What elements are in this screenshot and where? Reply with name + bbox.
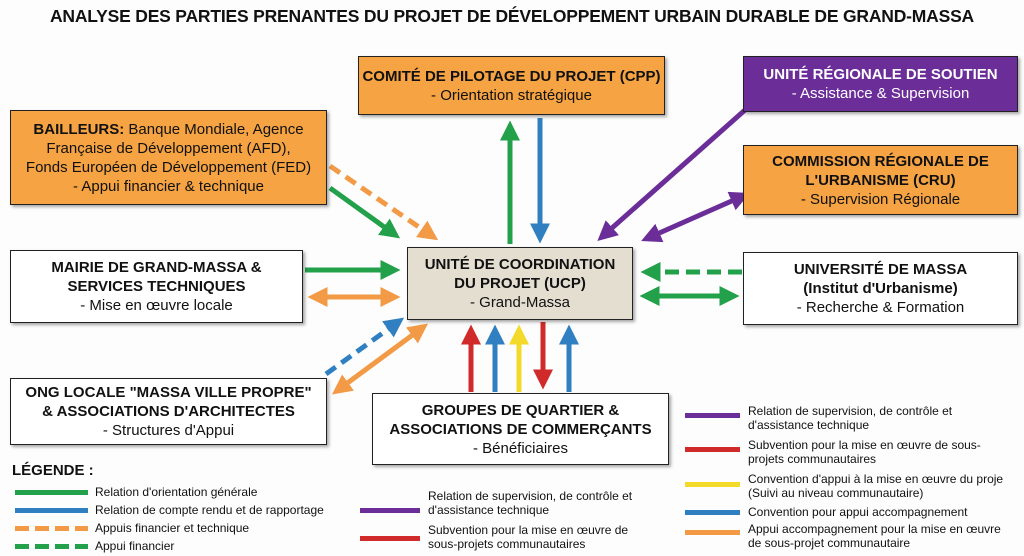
legend-item: projets communautaires [748, 452, 877, 466]
mairie-sub: - Mise en œuvre locale [80, 297, 233, 314]
ucp-l1: UNITÉ DE COORDINATION [424, 256, 616, 273]
box-cpp: COMITÉ DE PILOTAGE DU PROJET (CPP) - Ori… [358, 56, 665, 115]
legend-item: (Suivi au niveau communautaire) [748, 486, 924, 500]
bailleurs-label: BAILLEURS: [33, 120, 125, 138]
arrow-ong-orange [331, 323, 429, 395]
mairie-l2: SERVICES TECHNIQUES [67, 278, 246, 295]
legend-item: Appui accompagnement pour la mise en œuv… [748, 522, 1001, 536]
legend-item: Relation d'orientation générale [95, 485, 258, 499]
groupes-l1: GROUPES DE QUARTIER & [421, 401, 620, 419]
cru-l1: COMMISSION RÉGIONALE DE [772, 152, 989, 170]
box-ucp: UNITÉ DE COORDINATION DU PROJET (UCP) - … [407, 247, 633, 320]
ong-l2: & ASSOCIATIONS D'ARCHITECTES [42, 403, 295, 420]
ucp-sub: - Grand-Massa [469, 294, 571, 311]
arrow-ong-blue-dashed [324, 317, 405, 377]
groupes-l2: ASSOCIATIONS DE COMMERÇANTS [389, 420, 652, 438]
mairie-l1: MAIRIE DE GRAND-MASSA & [51, 259, 262, 276]
box-cru: COMMISSION RÉGIONALE DE L'URBANISME (CRU… [743, 145, 1018, 215]
box-unite-regionale: UNITÉ RÉGIONALE DE SOUTIEN - Assistance … [743, 56, 1018, 112]
legend-item: Appui financier [95, 539, 175, 553]
ucp-l2: DU PROJET (UCP) [454, 275, 586, 292]
box-mairie: MAIRIE DE GRAND-MASSA & SERVICES TECHNIQ… [10, 250, 303, 323]
legend-line-red [360, 536, 420, 541]
legend-item: d'assistance technique [428, 503, 550, 517]
legend-line-green [15, 490, 88, 495]
cru-l2: L'URBANISME (CRU) [805, 171, 956, 189]
legend-line-purple [360, 508, 420, 513]
cpp-title: COMITÉ DE PILOTAGE DU PROJET (CPP) [362, 67, 661, 85]
legend-line-blue [15, 508, 88, 513]
box-groupes: GROUPES DE QUARTIER & ASSOCIATIONS DE CO… [372, 393, 669, 465]
legend-item: sous-projets communautaires [428, 537, 586, 551]
cpp-sub: - Orientation stratégique [431, 86, 592, 104]
legend-line-blue [685, 510, 740, 515]
legend-item: de sous-projet communautaire [748, 536, 911, 550]
groupes-sub: - Bénéficiaires [472, 439, 569, 457]
legend-item: Appuis financier et technique [95, 521, 250, 535]
arrow-cru-to-ucp [641, 191, 750, 243]
legend-item: Convention pour appui accompagnement [748, 505, 968, 519]
universite-l1: UNIVERSITÉ DE MASSA [793, 261, 968, 278]
legend-item: Convention d'appui à la mise en œuvre du… [748, 472, 1004, 486]
legend-line-green-dashed [15, 544, 88, 549]
box-universite: UNIVERSITÉ DE MASSA (Institut d'Urbanism… [743, 252, 1018, 325]
universite-l2: (Institut d'Urbanisme) [803, 280, 958, 297]
legend-item: d'assistance technique [748, 418, 870, 432]
legend-heading: LÉGENDE : [12, 462, 94, 479]
bailleurs-sub: - Appui financier & technique [73, 177, 264, 195]
universite-sub: - Recherche & Formation [796, 299, 965, 316]
legend-item: Subvention pour la mise en œuvre de sous… [748, 438, 981, 452]
legend-line-orange [685, 530, 740, 535]
legend-line-red [685, 447, 740, 452]
bailleurs-l1: Banque Mondiale, Agence [128, 120, 304, 138]
cru-sub: - Supervision Régionale [800, 190, 961, 208]
urs-sub: - Assistance & Supervision [791, 85, 970, 102]
arrow-bailleurs-dashed [328, 163, 439, 241]
bailleurs-l2: Française de Développement (AFD), [46, 139, 291, 157]
ong-sub: - Structures d'Appui [102, 422, 235, 439]
urs-title: UNITÉ RÉGIONALE DE SOUTIEN [763, 66, 998, 83]
diagram-title: ANALYSE DES PARTIES PRENANTES DU PROJET … [49, 6, 974, 26]
arrow-bailleurs-green [328, 185, 401, 239]
legend-item: Subvention pour la mise en œuvre de [428, 523, 629, 537]
ong-l1: ONG LOCALE "MASSA VILLE PROPRE" [25, 384, 312, 401]
legend-line-orange-dashed [15, 526, 88, 531]
arrow-urs-to-ucp [597, 108, 747, 241]
bailleurs-l3: Fonds Européen de Développement (FED) [25, 158, 312, 176]
legend-item: Relation de compte rendu et de rapportag… [95, 503, 324, 517]
box-bailleurs: BAILLEURS: Banque Mondiale, Agence Franç… [10, 110, 327, 205]
legend-item: Relation de supervision, de contrôle et [428, 489, 633, 503]
legend-item: Relation de supervision, de contrôle et [748, 404, 953, 418]
legend-line-purple [685, 413, 740, 418]
box-ong: ONG LOCALE "MASSA VILLE PROPRE" & ASSOCI… [10, 378, 327, 445]
legend-line-yellow [685, 482, 740, 487]
